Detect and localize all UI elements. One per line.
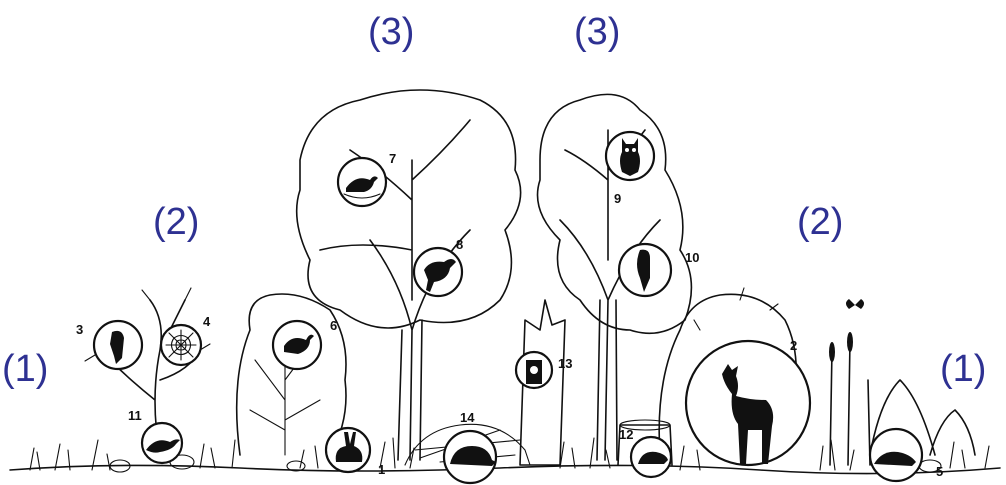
habitat-13: 13 (516, 352, 572, 388)
habitat-2: 2 (686, 338, 810, 465)
habitat-number: 5 (936, 464, 943, 479)
habitat-number: 14 (460, 410, 475, 425)
zone-label-top-left: (3) (368, 13, 414, 51)
habitat-number: 7 (389, 151, 396, 166)
habitat-number: 3 (76, 322, 83, 337)
habitat-6: 6 (273, 318, 337, 369)
butterfly-icon (846, 299, 864, 309)
habitat-number: 2 (790, 338, 797, 353)
habitat-4: 4 (161, 314, 211, 365)
habitat-10: 10 (619, 244, 699, 296)
habitat-number: 9 (614, 191, 621, 206)
zone-label-edge-right: (1) (940, 350, 986, 388)
habitat-number: 13 (558, 356, 572, 371)
habitat-number: 4 (203, 314, 211, 329)
habitat-number: 8 (456, 237, 463, 252)
zone-label-mid-left: (2) (153, 203, 199, 241)
habitat-8: 8 (414, 237, 463, 296)
habitat-number: 6 (330, 318, 337, 333)
zone-label-top-right: (3) (574, 13, 620, 51)
habitat-number: 11 (128, 408, 142, 423)
zone-label-edge-left: (1) (2, 350, 48, 388)
habitat-12: 12 (619, 427, 671, 477)
reeds (829, 332, 870, 465)
habitat-3: 3 (76, 321, 142, 369)
habitat-number: 1 (378, 462, 385, 477)
habitat-number: 10 (685, 250, 699, 265)
habitat-5: 5 (870, 429, 943, 481)
tree-left (297, 90, 521, 460)
habitat-number: 12 (619, 427, 633, 442)
zone-label-mid-right: (2) (797, 203, 843, 241)
habitat-1: 1 (326, 428, 385, 477)
spider-web-icon (166, 330, 196, 360)
habitat-14: 14 (444, 410, 496, 483)
habitat-9: 9 (606, 132, 654, 206)
